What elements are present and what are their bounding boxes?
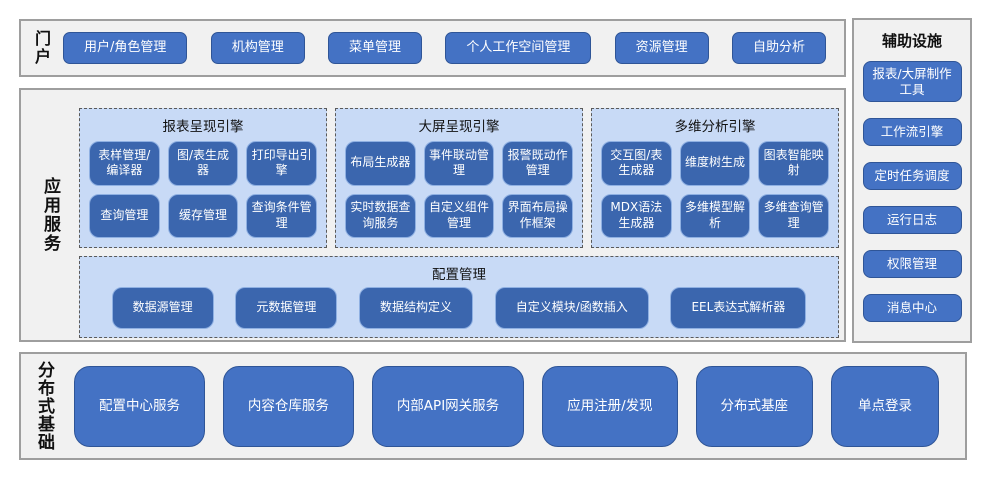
custom-module-function-insert-button[interactable]: 自定义模块/函数插入	[494, 287, 649, 329]
distributed-foundation-section: 分布式基础 配置中心服务 内容仓库服务 内部API网关服务 应用注册/发现 分布…	[19, 352, 967, 460]
chart-smart-mapping-button[interactable]: 图表智能映射	[758, 141, 829, 186]
config-management-row: 数据源管理 元数据管理 数据结构定义 自定义模块/函数插入 EEL表达式解析器	[80, 285, 838, 339]
dimension-tree-generator-button[interactable]: 维度树生成	[679, 141, 751, 186]
bigscreen-rendering-engine-title: 大屏呈现引擎	[418, 119, 500, 135]
internal-api-gateway-service-button[interactable]: 内部API网关服务	[371, 365, 525, 447]
ui-layout-framework-button[interactable]: 界面布局操作框架	[502, 193, 573, 238]
run-log-button[interactable]: 运行日志	[862, 206, 962, 235]
portal-section-label: 门户	[32, 30, 51, 66]
portal-button-resource-management[interactable]: 资源管理	[614, 32, 709, 64]
multidim-analysis-engine-title: 多维分析引擎	[674, 119, 756, 135]
portal-section: 门户 用户/角色管理 机构管理 菜单管理 个人工作空间管理 资源管理 自助分析	[19, 19, 846, 77]
foundation-button-row: 配置中心服务 内容仓库服务 内部API网关服务 应用注册/发现 分布式基座 单点…	[74, 365, 939, 447]
multidim-analysis-engine-grid: 交互图/表生成器 维度树生成 图表智能映射 MDX语法生成器 多维模型解析 多维…	[592, 137, 838, 247]
multidim-query-management-button[interactable]: 多维查询管理	[758, 193, 829, 238]
report-rendering-engine-title: 报表呈现引擎	[162, 119, 244, 135]
chart-table-generator-button[interactable]: 图/表生成器	[167, 141, 239, 186]
content-repository-service-button[interactable]: 内容仓库服务	[222, 365, 354, 447]
app-services-section-label: 应用服务	[40, 177, 60, 253]
app-services-section: 应用服务 报表呈现引擎 表样管理/编译器 图/表生成器 打印导出引擎 查询管理 …	[19, 88, 846, 342]
config-management-panel: 配置管理 数据源管理 元数据管理 数据结构定义 自定义模块/函数插入 EEL表达…	[79, 256, 839, 338]
cache-management-button[interactable]: 缓存管理	[167, 193, 239, 238]
interactive-chart-generator-button[interactable]: 交互图/表生成器	[601, 141, 672, 186]
bigscreen-rendering-engine-panel: 大屏呈现引擎 布局生成器 事件联动管理 报警既动作管理 实时数据查询服务 自定义…	[335, 108, 583, 248]
custom-component-management-button[interactable]: 自定义组件管理	[423, 193, 495, 238]
distributed-base-button[interactable]: 分布式基座	[695, 365, 814, 447]
datasource-management-button[interactable]: 数据源管理	[111, 287, 214, 329]
distributed-foundation-label: 分布式基础	[34, 361, 54, 451]
single-sign-on-button[interactable]: 单点登录	[830, 365, 939, 447]
config-center-service-button[interactable]: 配置中心服务	[74, 365, 205, 447]
portal-button-self-service-analysis[interactable]: 自助分析	[731, 32, 826, 64]
data-structure-definition-button[interactable]: 数据结构定义	[359, 287, 474, 329]
realtime-data-query-service-button[interactable]: 实时数据查询服务	[345, 193, 416, 238]
layout-generator-button[interactable]: 布局生成器	[345, 141, 416, 186]
message-center-button[interactable]: 消息中心	[862, 294, 962, 323]
portal-button-user-role-management[interactable]: 用户/角色管理	[63, 32, 188, 64]
bigscreen-rendering-engine-grid: 布局生成器 事件联动管理 报警既动作管理 实时数据查询服务 自定义组件管理 界面…	[336, 137, 582, 247]
auxiliary-facilities-section: 辅助设施 报表/大屏制作工具 工作流引擎 定时任务调度 运行日志 权限管理 消息…	[852, 18, 972, 343]
permission-management-button[interactable]: 权限管理	[862, 250, 962, 279]
query-management-button[interactable]: 查询管理	[89, 193, 160, 238]
table-style-management-compiler-button[interactable]: 表样管理/编译器	[89, 141, 160, 186]
multidim-analysis-engine-panel: 多维分析引擎 交互图/表生成器 维度树生成 图表智能映射 MDX语法生成器 多维…	[591, 108, 839, 248]
report-rendering-engine-grid: 表样管理/编译器 图/表生成器 打印导出引擎 查询管理 缓存管理 查询条件管理	[80, 137, 326, 247]
workflow-engine-button[interactable]: 工作流引擎	[862, 118, 962, 147]
portal-button-menu-management[interactable]: 菜单管理	[328, 32, 423, 64]
print-export-engine-button[interactable]: 打印导出引擎	[246, 141, 317, 186]
engine-panel-row: 报表呈现引擎 表样管理/编译器 图/表生成器 打印导出引擎 查询管理 缓存管理 …	[79, 108, 839, 248]
event-linkage-management-button[interactable]: 事件联动管理	[423, 141, 495, 186]
eel-expression-parser-button[interactable]: EEL表达式解析器	[670, 287, 807, 329]
auxiliary-facilities-title: 辅助设施	[881, 32, 942, 50]
report-bigscreen-authoring-tool-button[interactable]: 报表/大屏制作工具	[862, 61, 962, 103]
alarm-action-management-button[interactable]: 报警既动作管理	[502, 141, 573, 186]
app-registration-discovery-button[interactable]: 应用注册/发现	[542, 365, 678, 447]
auxiliary-button-column: 报表/大屏制作工具 工作流引擎 定时任务调度 运行日志 权限管理 消息中心	[854, 61, 970, 333]
portal-button-personal-workspace-management[interactable]: 个人工作空间管理	[445, 32, 592, 64]
portal-button-org-management[interactable]: 机构管理	[210, 32, 305, 64]
mdx-syntax-generator-button[interactable]: MDX语法生成器	[601, 193, 672, 238]
query-condition-management-button[interactable]: 查询条件管理	[246, 193, 317, 238]
scheduled-task-dispatch-button[interactable]: 定时任务调度	[862, 162, 962, 191]
portal-button-row: 用户/角色管理 机构管理 菜单管理 个人工作空间管理 资源管理 自助分析	[63, 32, 826, 64]
multidim-model-parser-button[interactable]: 多维模型解析	[679, 193, 751, 238]
config-management-title: 配置管理	[432, 267, 486, 283]
metadata-management-button[interactable]: 元数据管理	[235, 287, 338, 329]
report-rendering-engine-panel: 报表呈现引擎 表样管理/编译器 图/表生成器 打印导出引擎 查询管理 缓存管理 …	[79, 108, 327, 248]
